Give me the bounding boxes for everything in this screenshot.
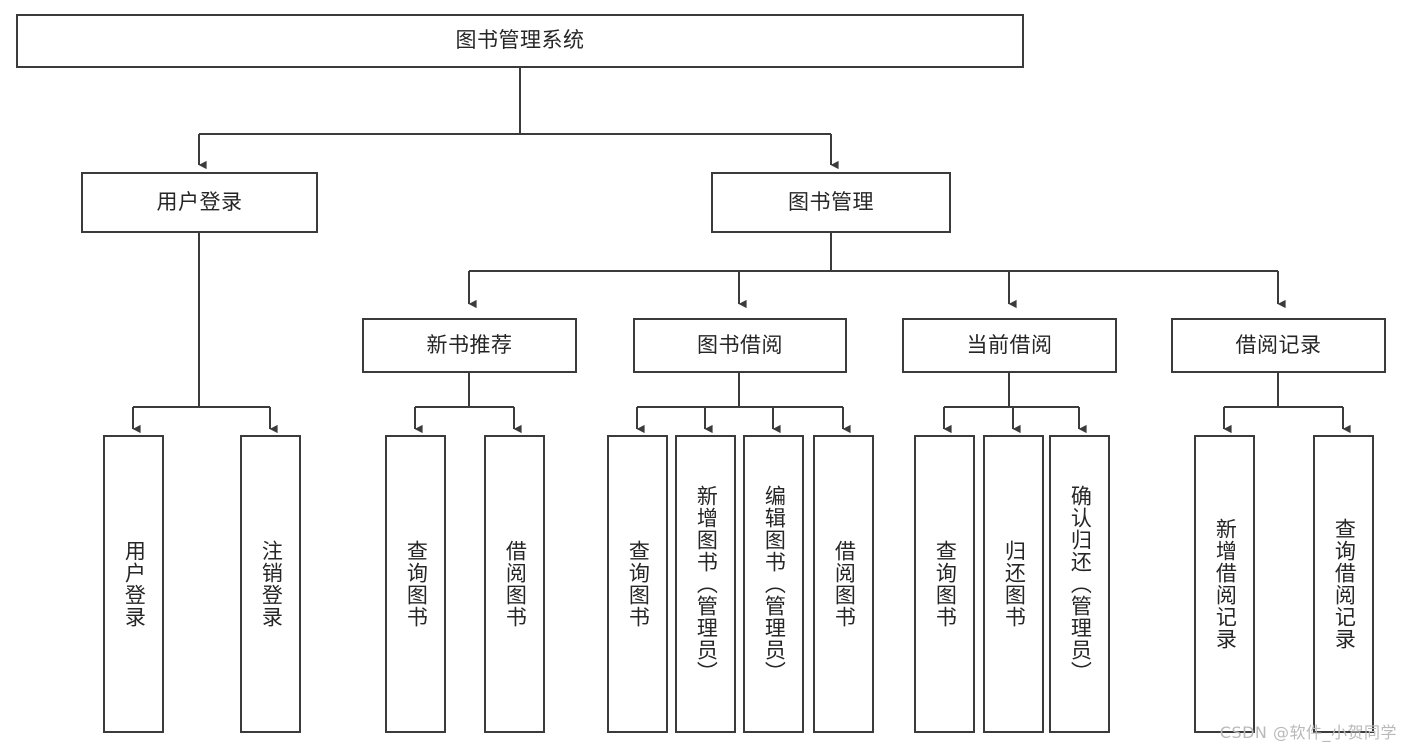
node-leaf-edit-book[interactable]: 编辑图书（管理员） — [743, 435, 804, 733]
node-leaf-query-book-a[interactable]: 查询图书 — [385, 435, 446, 733]
node-leaf-query-book-b-label: 查询图书 — [626, 540, 651, 628]
node-leaf-add-record[interactable]: 新增借阅记录 — [1194, 435, 1255, 733]
node-leaf-query-record-label: 查询借阅记录 — [1332, 518, 1357, 650]
node-leaf-query-book-c-label: 查询图书 — [933, 540, 958, 628]
node-current-borrow-label: 当前借阅 — [966, 332, 1053, 357]
node-leaf-edit-book-label: 编辑图书（管理员） — [762, 485, 787, 683]
node-leaf-borrow-book-b-label: 借阅图书 — [832, 540, 857, 628]
node-root[interactable]: 图书管理系统 — [16, 14, 1024, 68]
node-leaf-user-login-label: 用户登录 — [122, 540, 147, 628]
node-leaf-return-book[interactable]: 归还图书 — [983, 435, 1044, 733]
node-leaf-add-book-label: 新增图书（管理员） — [694, 485, 719, 683]
node-new-book-rec[interactable]: 新书推荐 — [362, 318, 577, 373]
node-user-login[interactable]: 用户登录 — [81, 172, 318, 233]
node-leaf-query-book-b[interactable]: 查询图书 — [607, 435, 668, 733]
node-leaf-logout-label: 注销登录 — [259, 540, 284, 628]
node-leaf-user-login[interactable]: 用户登录 — [103, 435, 164, 733]
node-leaf-confirm-return-label: 确认归还（管理员） — [1068, 485, 1093, 683]
node-borrow-record[interactable]: 借阅记录 — [1171, 318, 1386, 373]
node-leaf-borrow-book-a-label: 借阅图书 — [503, 540, 528, 628]
node-leaf-borrow-book-a[interactable]: 借阅图书 — [484, 435, 545, 733]
node-borrow-record-label: 借阅记录 — [1235, 332, 1322, 357]
node-book-borrow[interactable]: 图书借阅 — [633, 318, 847, 373]
node-leaf-return-book-label: 归还图书 — [1002, 540, 1027, 628]
node-root-label: 图书管理系统 — [455, 28, 585, 53]
node-leaf-query-book-c[interactable]: 查询图书 — [914, 435, 975, 733]
node-new-book-rec-label: 新书推荐 — [426, 332, 513, 357]
node-book-borrow-label: 图书借阅 — [697, 332, 783, 357]
node-leaf-add-book[interactable]: 新增图书（管理员） — [675, 435, 736, 733]
node-leaf-borrow-book-b[interactable]: 借阅图书 — [813, 435, 874, 733]
node-leaf-confirm-return[interactable]: 确认归还（管理员） — [1049, 435, 1110, 733]
node-user-login-label: 用户登录 — [156, 189, 243, 214]
node-leaf-query-book-a-label: 查询图书 — [404, 540, 429, 628]
node-leaf-logout[interactable]: 注销登录 — [240, 435, 301, 733]
node-current-borrow[interactable]: 当前借阅 — [902, 318, 1117, 373]
node-leaf-add-record-label: 新增借阅记录 — [1213, 518, 1238, 650]
node-book-manage-label: 图书管理 — [788, 189, 874, 214]
node-leaf-query-record[interactable]: 查询借阅记录 — [1313, 435, 1374, 733]
node-book-manage[interactable]: 图书管理 — [711, 172, 951, 233]
